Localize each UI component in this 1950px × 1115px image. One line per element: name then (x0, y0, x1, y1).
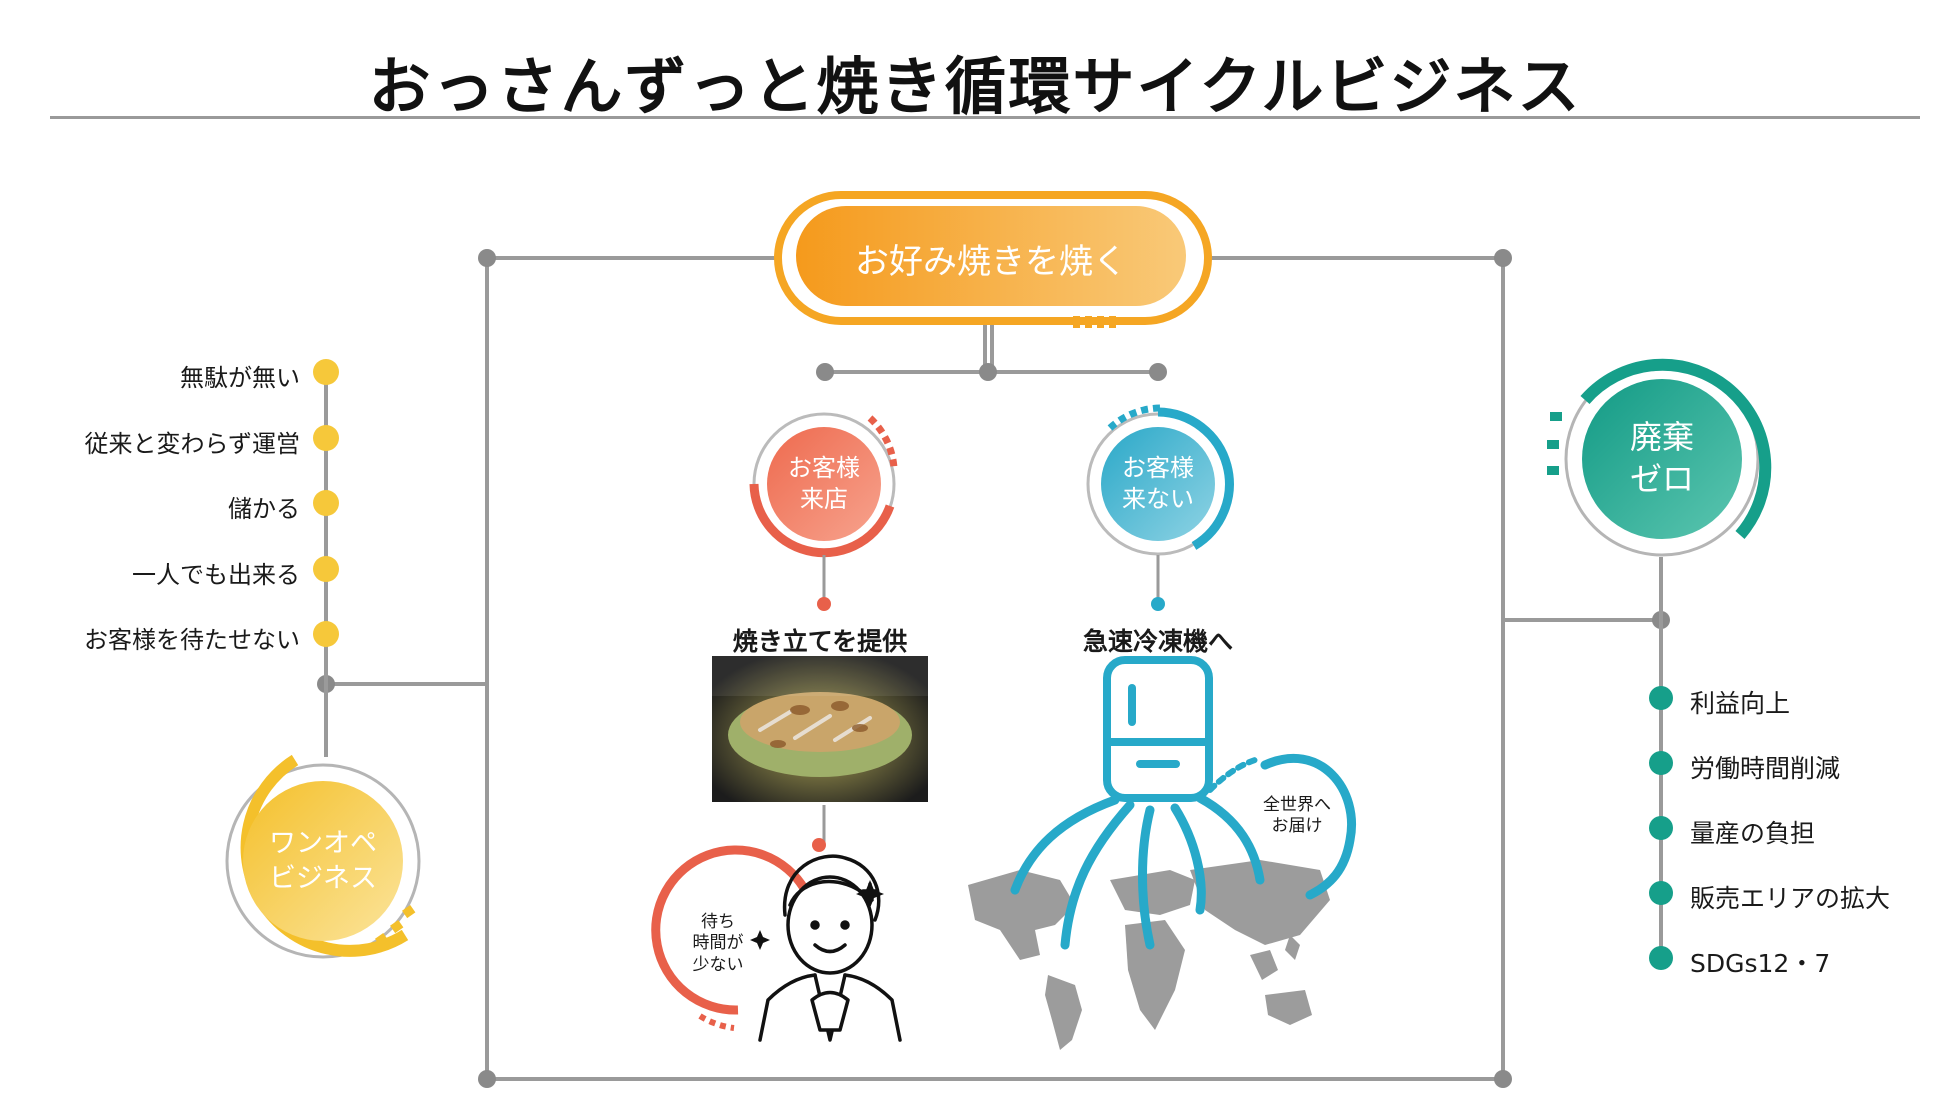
left-node-label: ワンオペ ビジネス (243, 781, 403, 941)
man-icon (758, 854, 902, 1042)
customer-no-visit-label: お客様 来ない (1101, 427, 1215, 541)
left-node-one-operation (225, 754, 421, 959)
waiting-time-arc (651, 845, 809, 1031)
customer-no-visit-line1: お客様 (1122, 453, 1194, 482)
customer-visit-line2: 来店 (800, 485, 848, 513)
customer-visit-label: お客様 来店 (767, 427, 881, 541)
delivery-label: 全世界へ お届け (1252, 795, 1342, 838)
delivery-line2: お届け (1271, 816, 1323, 837)
right-node-label-line1: 廃棄 (1629, 418, 1694, 457)
right-list-item: 販売エリアの拡大 (1690, 884, 1891, 913)
okonomiyaki-photo (712, 656, 928, 802)
waiting-line3: 少ない (692, 954, 744, 975)
waiting-line1: 待ち (701, 912, 735, 932)
delivery-line1: 全世界へ (1263, 795, 1331, 815)
title-divider (50, 116, 1920, 119)
caption-fresh-serve: 焼き立てを提供 (732, 627, 908, 656)
left-list-item: 一人でも出来る (132, 561, 300, 589)
left-node-label-line2: ビジネス (269, 863, 377, 894)
frame-lines (326, 256, 1661, 1081)
right-list-track (1649, 620, 1673, 970)
frame-corner-dots (317, 249, 1670, 1088)
left-list-item: 無駄が無い (180, 364, 300, 392)
left-list-track (313, 359, 339, 757)
left-list-item: 儲かる (228, 495, 300, 523)
sparkle-icon (750, 880, 884, 950)
top-node-label: お好み焼きを焼く (855, 242, 1127, 282)
right-node-label-line2: ゼロ (1629, 460, 1694, 498)
waiting-time-label: 待ち 時間が 少ない (683, 912, 753, 976)
right-list-item: 利益向上 (1690, 689, 1791, 718)
caption-quick-freezer: 急速冷凍機へ (1082, 627, 1233, 656)
node-customer-visit (749, 412, 898, 852)
customer-no-visit-line2: 来ない (1122, 485, 1194, 513)
right-list-item: 量産の負担 (1690, 819, 1816, 848)
world-map-icon (968, 860, 1330, 1050)
left-list-item: お客様を待たせない (84, 626, 300, 654)
left-list-item: 従来と変わらず運営 (84, 430, 300, 458)
top-node-okonomiyaki (774, 191, 1212, 328)
waiting-line2: 時間が (692, 933, 744, 954)
page-title: おっさんずっと焼き循環サイクルビジネス (368, 50, 1582, 123)
right-list-item: 労働時間削減 (1690, 754, 1841, 783)
node-customer-no-visit (1086, 404, 1234, 611)
delivery-arcs (1010, 754, 1356, 950)
right-node-zero-waste (1547, 358, 1772, 620)
right-list-item: SDGs12・7 (1690, 949, 1831, 978)
right-node-label: 廃棄 ゼロ (1582, 379, 1742, 539)
freezer-icon (1103, 656, 1213, 802)
customer-visit-line1: お客様 (788, 453, 860, 482)
left-node-label-line1: ワンオペ (269, 827, 377, 859)
